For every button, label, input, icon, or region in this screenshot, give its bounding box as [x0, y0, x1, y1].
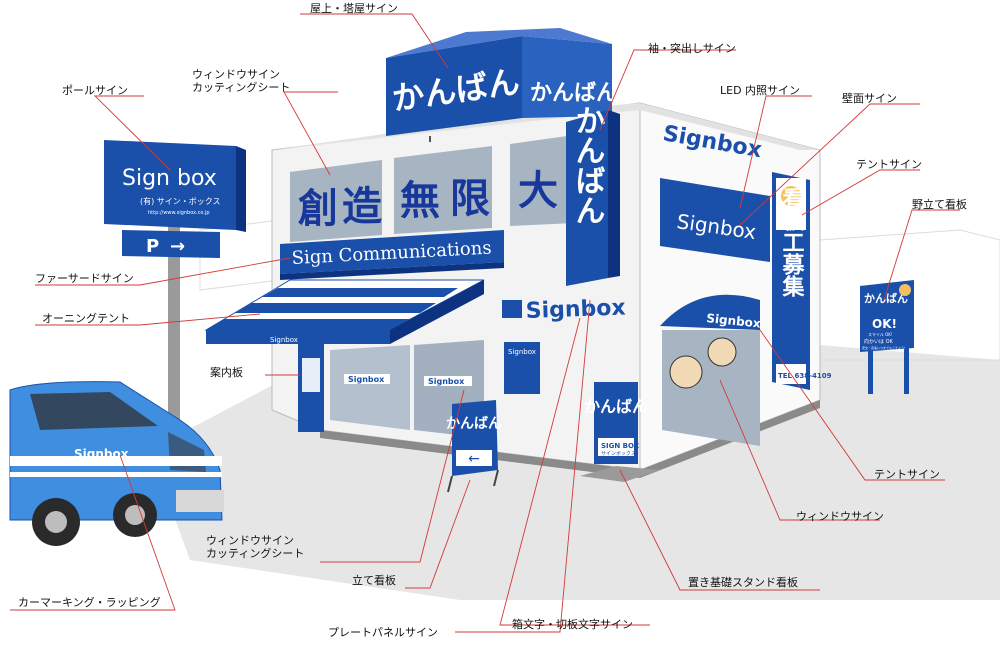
projecting-sign-side [608, 110, 620, 278]
nodate-line-1: スマイル OK! [868, 332, 893, 337]
nodate-post-left [868, 336, 873, 394]
nodate-kanban: かんばん [864, 291, 908, 305]
rooftop-sign-top [386, 28, 612, 58]
window-kanji-5: 大 [518, 167, 558, 214]
label-window-sign-right: ウィンドウサイン [796, 510, 884, 523]
label-base-stand-sign: 置き基礎スタンド看板 [688, 576, 798, 589]
box-letters-mark [502, 300, 522, 318]
awning-tent [204, 279, 485, 344]
storefront-door-logo-bg-2 [424, 376, 472, 386]
box-letters-text: Signbox [525, 296, 626, 324]
parking-arrow-icon: → [170, 236, 185, 257]
wrapped-van [9, 381, 224, 546]
fascia-sign-edge [280, 262, 504, 280]
nodate-line-3: 安全・迅速いつまでもごそよう！ [862, 345, 907, 350]
pole-sign-post [168, 225, 180, 451]
label-awning-tent: オーニングテント [42, 312, 130, 325]
label-pole-sign: ポールサイン [62, 84, 128, 97]
plate-panel-sign [504, 342, 540, 394]
label-window-cutting-top: ウィンドウサイン カッティングシート [192, 68, 290, 94]
rooftop-sign-side [522, 36, 612, 118]
a-frame-arrow: ← [468, 451, 480, 467]
label-window-cutting-bottom: ウィンドウサイン カッティングシート [206, 534, 304, 560]
window-kanji-3: 無 [400, 177, 440, 224]
pole-sign-box-side [236, 146, 246, 232]
label-led-sign: LED 内照サイン [720, 84, 801, 97]
label-tent-sign-top: テントサイン [856, 158, 922, 171]
label-tent-sign-bottom: テントサイン [874, 468, 940, 481]
window-upper-1 [290, 160, 382, 242]
storefront-door-logo-1: Signbox [348, 375, 385, 384]
pole-sign-sub: (有) サイン・ボックス [140, 196, 221, 206]
base-stand-logo: SIGN BOX [601, 442, 640, 450]
label-window-cutting-top-2: カッティングシート [192, 81, 291, 94]
plate-panel-text: Signbox [508, 348, 536, 356]
awning-logo: Signbox [270, 336, 298, 344]
base-stand-sub: サインボックス [601, 450, 636, 457]
right-tent-logo: Signbox [706, 311, 762, 331]
label-nodate-sign: 野立て看板 [912, 198, 967, 211]
label-standing-sign: 立て看板 [352, 574, 396, 587]
label-guide-board: 案内板 [210, 366, 243, 379]
nodate-post-right [904, 336, 909, 394]
label-rooftop-sign: 屋上・塔屋サイン [310, 2, 398, 15]
projecting-sign [566, 110, 608, 286]
label-wall-sign: 壁面サイン [842, 92, 897, 105]
label-projecting-sign: 袖・突出しサイン [648, 42, 736, 55]
van-logo: Signbox [74, 447, 129, 461]
base-stand-logo-bg [598, 438, 634, 456]
window-kanji-4: 限 [450, 175, 490, 222]
recruit-banner-text: 看板工募集 [779, 187, 806, 297]
leader-lines [10, 13, 960, 633]
projecting-sign-text: かんばん [570, 105, 605, 225]
storefront-glass-left [330, 345, 410, 430]
worker-mascot [781, 186, 801, 206]
label-window-cutting-bottom-2: カッティングシート [206, 547, 305, 560]
nodate-line-2: 向かいは OK [864, 338, 894, 345]
guide-board-panel [302, 358, 320, 392]
a-frame-leg-right [493, 469, 499, 487]
parking-sign-letter: P [146, 236, 159, 257]
nodate-sign [860, 280, 914, 352]
storefront-door-logo-bg-1 [344, 374, 390, 384]
label-fascia-sign: ファーサードサイン [35, 272, 134, 285]
nodate-thumb-icon [899, 284, 911, 296]
window-kanji-2: 造 [342, 183, 382, 230]
window-character-1 [669, 355, 703, 389]
recruit-phone: TEL 638-4109 [778, 372, 832, 380]
rooftop-sign-front [386, 36, 522, 136]
building-roof [272, 103, 820, 150]
fascia-sign [280, 230, 504, 274]
a-frame-arrow-bg [456, 450, 492, 466]
nodate-ok: OK! [872, 317, 897, 331]
label-window-cutting-top-1: ウィンドウサイン [192, 68, 280, 81]
base-stand-kanban: かんばん [584, 397, 648, 416]
a-frame-leg-left [447, 475, 453, 493]
label-plate-panel-sign: プレートパネルサイン [328, 626, 438, 639]
right-tent [660, 294, 760, 330]
rooftop-kanban-right: かんばん [530, 81, 618, 106]
window-character-2 [707, 337, 737, 367]
pole-sign-box [104, 140, 236, 230]
parking-sign [122, 230, 220, 258]
storefront-door-logo-2: Signbox [428, 377, 465, 386]
window-upper-2 [394, 146, 492, 234]
label-box-letters-sign: 箱文字・切板文字サイン [512, 618, 633, 631]
pole-sign-url: http://www.signbox.co.jp [148, 210, 210, 216]
base-stand-foot [580, 466, 660, 482]
window-kanji-1: 創 [298, 185, 338, 232]
label-window-cutting-bottom-1: ウィンドウサイン [206, 534, 294, 547]
pole-sign-title: Sign box [122, 166, 217, 191]
label-car-marking: カーマーキング・ラッピング [18, 596, 161, 609]
a-frame-text: かんばん [446, 416, 502, 432]
